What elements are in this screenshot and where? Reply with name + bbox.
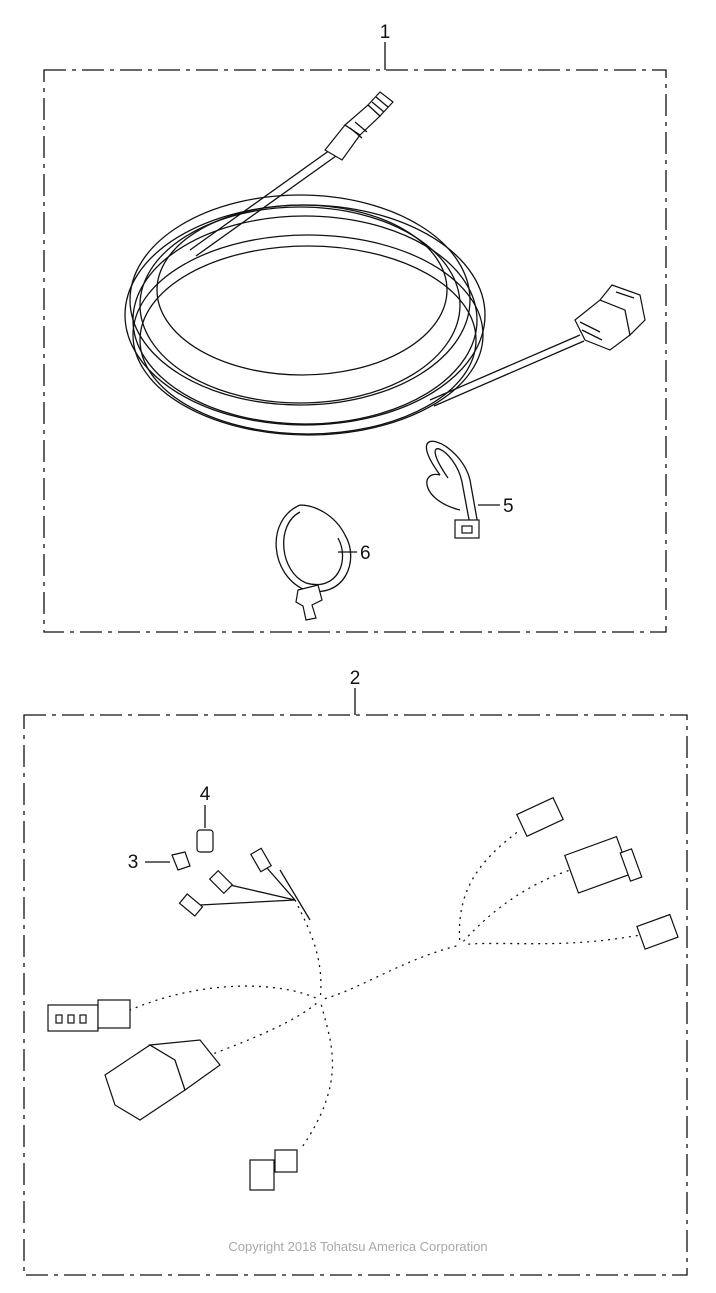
callout-1[interactable]: 1 — [380, 22, 391, 43]
callout-5[interactable]: 5 — [503, 496, 514, 517]
kit-1-boundary — [43, 69, 667, 633]
plug-part-3 — [171, 851, 191, 871]
kit-1-group: 1 5 — [43, 22, 667, 633]
harness-connector-2pin — [249, 1149, 298, 1191]
square-connector — [574, 284, 646, 351]
harness-connector-upper — [516, 796, 679, 950]
clamp-part-6 — [275, 504, 352, 621]
extension-cable-coil — [124, 149, 585, 436]
callout-2[interactable]: 2 — [350, 668, 361, 689]
cable-band-part-5 — [425, 440, 480, 539]
wire-harness — [128, 827, 641, 1152]
round-connector — [324, 91, 394, 161]
copyright-text: Copyright 2018 Tohatsu America Corporati… — [228, 1239, 487, 1254]
harness-connector-large — [104, 1039, 221, 1121]
kit-2-boundary — [23, 714, 688, 1276]
callout-4[interactable]: 4 — [200, 784, 211, 805]
sleeve-part-4 — [196, 829, 214, 853]
harness-connector-3pin — [47, 999, 131, 1032]
callout-6[interactable]: 6 — [360, 543, 371, 564]
callout-3[interactable]: 3 — [128, 852, 139, 873]
kit-2-group: 2 4 3 — [23, 668, 688, 1276]
